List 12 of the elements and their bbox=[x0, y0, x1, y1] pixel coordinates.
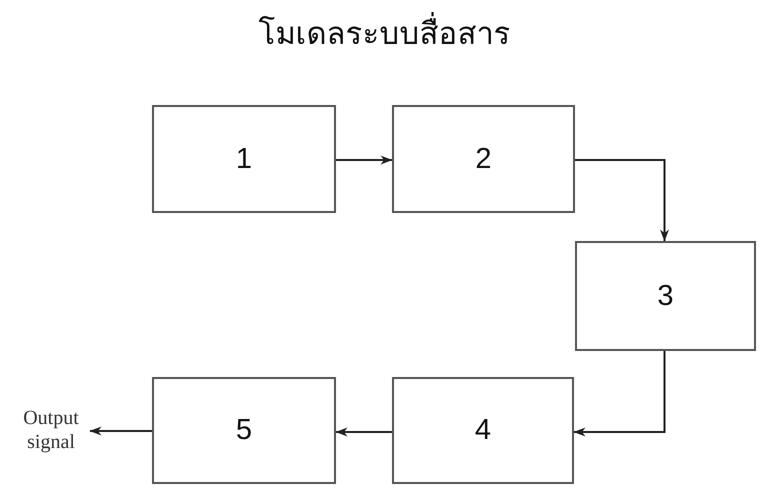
signal-label: Output signal bbox=[14, 406, 88, 454]
arrow bbox=[574, 351, 666, 436]
process-box: 3 bbox=[575, 241, 756, 351]
process-box: 2 bbox=[392, 105, 575, 213]
process-box: 5 bbox=[152, 377, 336, 484]
arrow bbox=[575, 159, 669, 242]
arrow bbox=[336, 156, 392, 164]
process-box: 1 bbox=[152, 105, 336, 213]
title: โมเดลระบบสื่อสาร bbox=[258, 14, 510, 54]
arrow bbox=[90, 426, 152, 436]
process-box: 4 bbox=[392, 377, 574, 484]
arrow bbox=[336, 428, 392, 436]
